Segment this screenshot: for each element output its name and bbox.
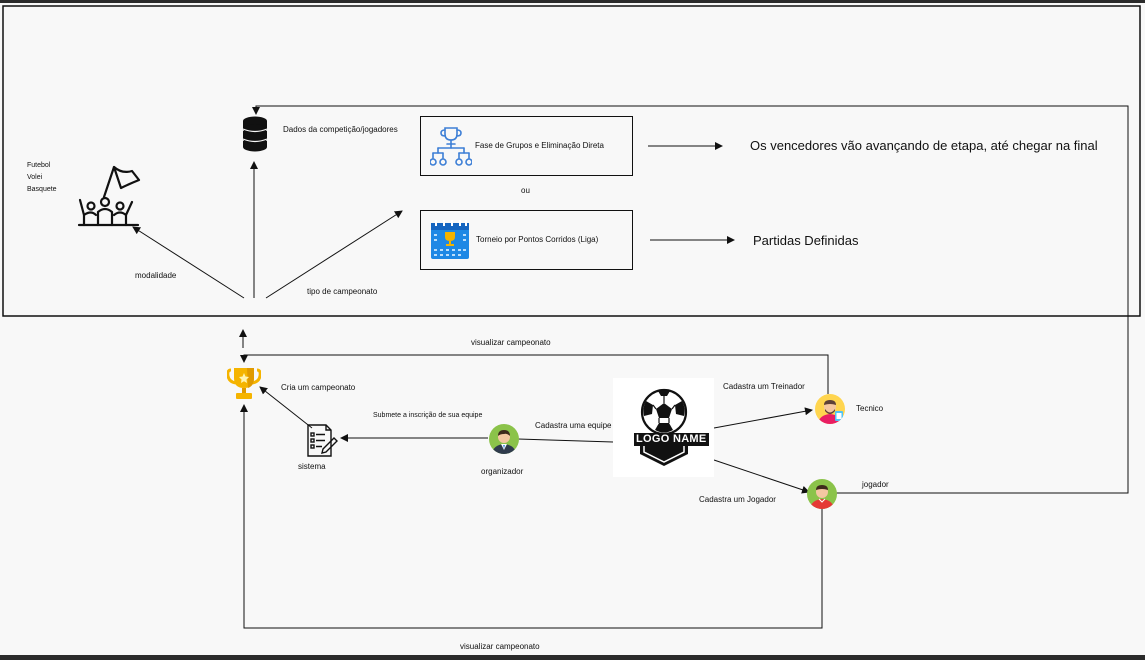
box-fase-grupos-label: Fase de Grupos e Eliminação Direta (475, 141, 604, 150)
arrow-to-modalidade (132, 226, 245, 299)
label-vencedores: Os vencedores vão avançando de etapa, at… (750, 138, 1098, 153)
label-cadastra-jogador: Cadastra um Jogador (699, 495, 776, 504)
label-visualizar-bottom: visualizar campeonato (460, 642, 540, 651)
label-dados: Dados da competição/jogadores (283, 125, 398, 134)
label-organizador: organizador (481, 467, 524, 476)
fans-flag-icon (77, 165, 141, 227)
label-cadastra-treinador: Cadastra um Treinador (723, 382, 805, 391)
label-cadastra-equipe: Cadastra uma equipe (535, 421, 612, 430)
label-partidas: Partidas Definidas (753, 233, 859, 248)
arrow-to-tipo (265, 210, 403, 299)
organizer-avatar-icon (489, 424, 519, 454)
trophy-icon (227, 368, 261, 399)
loop-jogador-to-dados (252, 105, 1129, 494)
player-avatar-icon (807, 479, 837, 509)
tournament-bracket-icon (430, 127, 472, 166)
arrow-cria-campeonato (259, 386, 313, 429)
soccer-ball-logo-icon (640, 388, 688, 466)
sport-volei: Volei (27, 174, 43, 181)
top-border (0, 0, 1145, 3)
arrow-cadastra-treinador (713, 407, 813, 429)
trophy-calendar-icon (431, 220, 469, 259)
database-icon (242, 116, 268, 152)
box-fase-grupos: Fase de Grupos e Eliminação Direta (420, 116, 633, 176)
box-pontos-corridos: Torneio por Pontos Corridos (Liga) (420, 210, 633, 270)
label-ou: ou (521, 186, 530, 195)
label-tecnico: Tecnico (856, 404, 884, 413)
arrow-cadastra-jogador (713, 459, 810, 494)
box-pontos-corridos-label: Torneio por Pontos Corridos (Liga) (476, 235, 599, 244)
team-logo: LOGO NAME (613, 378, 714, 477)
logo-name-text: LOGO NAME (634, 433, 709, 446)
bottom-border (0, 655, 1145, 660)
label-cria-campeonato: Cria um campeonato (281, 383, 356, 392)
label-sistema: sistema (298, 462, 326, 471)
arrow-cadastra-equipe (517, 438, 614, 443)
main-frame (2, 5, 1141, 317)
coach-avatar-icon (815, 394, 845, 424)
label-submete: Submete a inscrição de sua equipe (373, 412, 483, 419)
path-visualizar-top (240, 354, 829, 394)
label-modalidade: modalidade (135, 271, 177, 280)
label-tipo-campeonato: tipo de campeonato (307, 287, 378, 296)
form-checklist-icon (307, 424, 338, 457)
path-visualizar-bottom (240, 404, 823, 629)
sport-futebol: Futebol (27, 162, 51, 169)
label-visualizar-top: visualizar campeonato (471, 338, 551, 347)
label-jogador: jogador (862, 480, 889, 489)
sport-basquete: Basquete (27, 186, 57, 193)
